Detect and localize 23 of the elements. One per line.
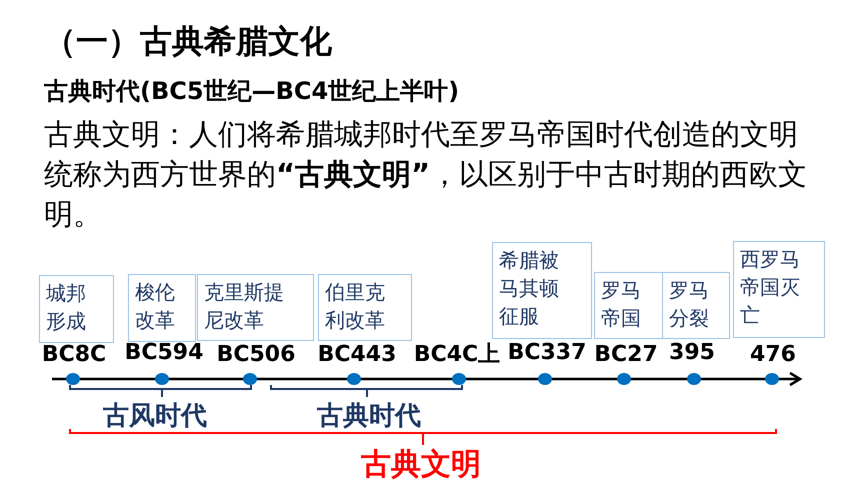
event-box: 伯里克利改革	[318, 274, 412, 341]
event-box: 罗马分裂	[662, 272, 730, 339]
heading: （一）古典希腊文化	[44, 22, 332, 60]
date-label: BC506	[216, 343, 296, 368]
event-box: 城邦形成	[39, 275, 114, 343]
event-box: 梭伦改革	[128, 274, 196, 342]
event-box: 罗马帝国	[594, 272, 663, 339]
date-label: BC4C上	[414, 343, 500, 368]
paragraph: 古典文明：人们将希腊城邦时代至罗马帝国时代创造的文明统称为西方世界的“古典文明”，以区别于中古时期的西欧文明。	[44, 116, 808, 233]
date-label: BC594	[124, 341, 204, 366]
event-box: 西罗马帝国灭亡	[733, 241, 825, 338]
event-box: 希腊被马其顿征服	[492, 242, 592, 339]
date-label: BC443	[318, 343, 396, 368]
subtitle: 古典时代(BC5世纪—BC4世纪上半叶)	[44, 76, 460, 107]
period-label: 古典文明	[361, 446, 481, 484]
period-label: 古风时代	[103, 400, 207, 433]
event-box: 克里斯提尼改革	[197, 274, 314, 341]
date-label: BC337	[508, 341, 586, 366]
period-label: 古典时代	[317, 400, 421, 433]
date-label: BC8C	[42, 343, 106, 368]
date-label: 395	[669, 341, 715, 366]
date-label: 476	[750, 343, 796, 368]
date-label: BC27	[594, 343, 658, 368]
